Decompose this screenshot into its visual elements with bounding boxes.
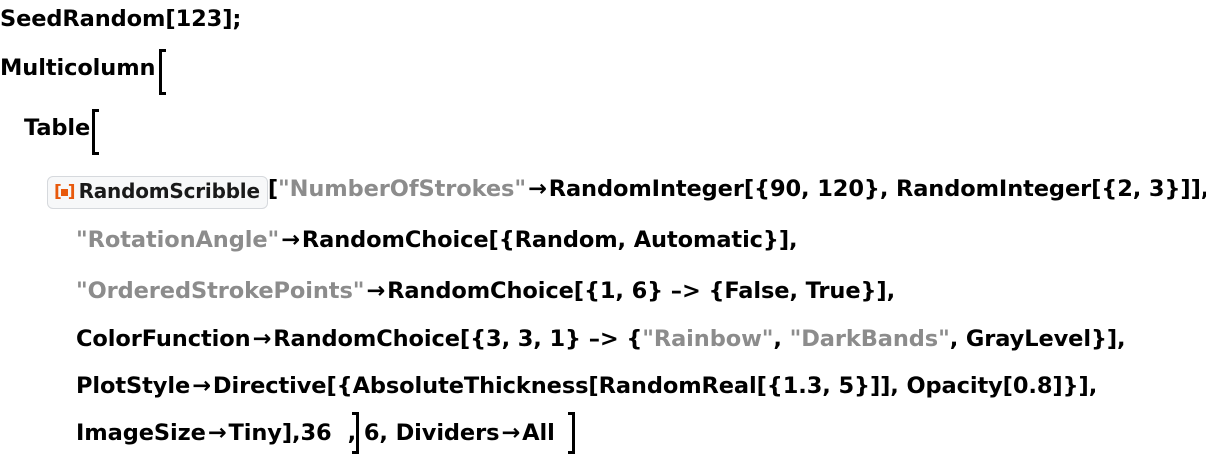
symbol-table: Table [24,115,91,141]
symbol-multicolumn: Multicolumn [0,55,156,81]
rule-arrow-icon: → [281,227,300,253]
resource-function-button[interactable]: []RandomScribble [47,176,268,209]
code-line-randomscribble[interactable]: []RandomScribble["NumberOfStrokes"→Rando… [47,174,1206,209]
rule-arrow-icon: → [252,326,272,352]
rule-arrow-icon: → [192,373,211,399]
separator: , [949,326,966,352]
code-line-orderedstrokepoints[interactable]: "OrderedStrokePoints"→RandomChoice[{1, 6… [76,276,895,306]
separator: , [773,326,790,352]
symbol-graylevel: GrayLevel [965,326,1091,352]
code-line-seedrandom[interactable]: SeedRandom[123]; [0,4,241,34]
option-key-colorfunction: ColorFunction [76,326,251,352]
rule-arrow-icon: → [207,420,227,446]
option-value-imagesize: Tiny], [228,420,301,446]
option-value-plotstyle: Directive[{AbsoluteThickness[RandomReal[… [212,373,1098,399]
color-scheme-darkbands: "DarkBands" [789,326,950,352]
option-key-plotstyle: PlotStyle [76,373,191,399]
option-value-orderedstrokepoints: RandomChoice[{1, 6} –> {False, True}], [387,278,896,304]
code-line-multicolumn[interactable]: Multicolumn [0,53,156,83]
option-key-numberofstrokes: "NumberOfStrokes" [278,176,526,202]
rule-arrow-icon: → [527,176,547,202]
option-value-numberofstrokes: RandomInteger[{90, 120}, RandomInteger[{… [548,176,1206,202]
multicolumn-open-bracket [159,49,166,95]
bracket-close: ] [222,6,233,32]
colorfunction-value-prefix: RandomChoice[{3, 3, 1} –> { [273,326,643,352]
code-line-colorfunction[interactable]: ColorFunction→RandomChoice[{3, 3, 1} –> … [76,324,1126,354]
multicolumn-column-count: 6 [363,420,380,446]
option-key-imagesize: ImageSize [76,420,206,446]
comma-after-table: , [347,420,364,446]
table-close-bracket [352,412,359,454]
table-open-bracket [92,109,99,155]
multicolumn-close-bracket [568,412,575,454]
option-value-rotationangle: RandomChoice[{Random, Automatic}], [301,227,798,253]
bracket-open: [ [165,6,176,32]
randomscribble-open-bracket: [ [267,176,279,202]
table-iteration-count: 36 [300,420,332,446]
comma-after-columns: , [379,420,396,446]
rule-arrow-icon: → [501,420,521,446]
option-key-rotationangle: "RotationAngle" [76,227,280,253]
code-line-rotationangle[interactable]: "RotationAngle"→RandomChoice[{Random, Au… [76,225,798,255]
resource-function-icon: [] [54,182,76,202]
symbol-seedrandom: SeedRandom [0,6,166,32]
color-scheme-rainbow: "Rainbow" [642,326,774,352]
rule-arrow-icon: → [366,278,386,304]
code-line-table[interactable]: Table [24,113,90,143]
code-line-plotstyle[interactable]: PlotStyle→Directive[{AbsoluteThickness[R… [76,371,1097,401]
resource-function-name: RandomScribble [78,179,260,203]
option-value-dividers: All [522,420,555,446]
code-line-imagesize[interactable]: ImageSize→Tiny],36, 6, Dividers→All [76,418,569,448]
semicolon: ; [232,6,242,32]
colorfunction-value-suffix: }], [1090,326,1126,352]
option-key-orderedstrokepoints: "OrderedStrokePoints" [76,278,365,304]
seed-value: 123 [175,6,223,32]
option-key-dividers: Dividers [395,420,500,446]
